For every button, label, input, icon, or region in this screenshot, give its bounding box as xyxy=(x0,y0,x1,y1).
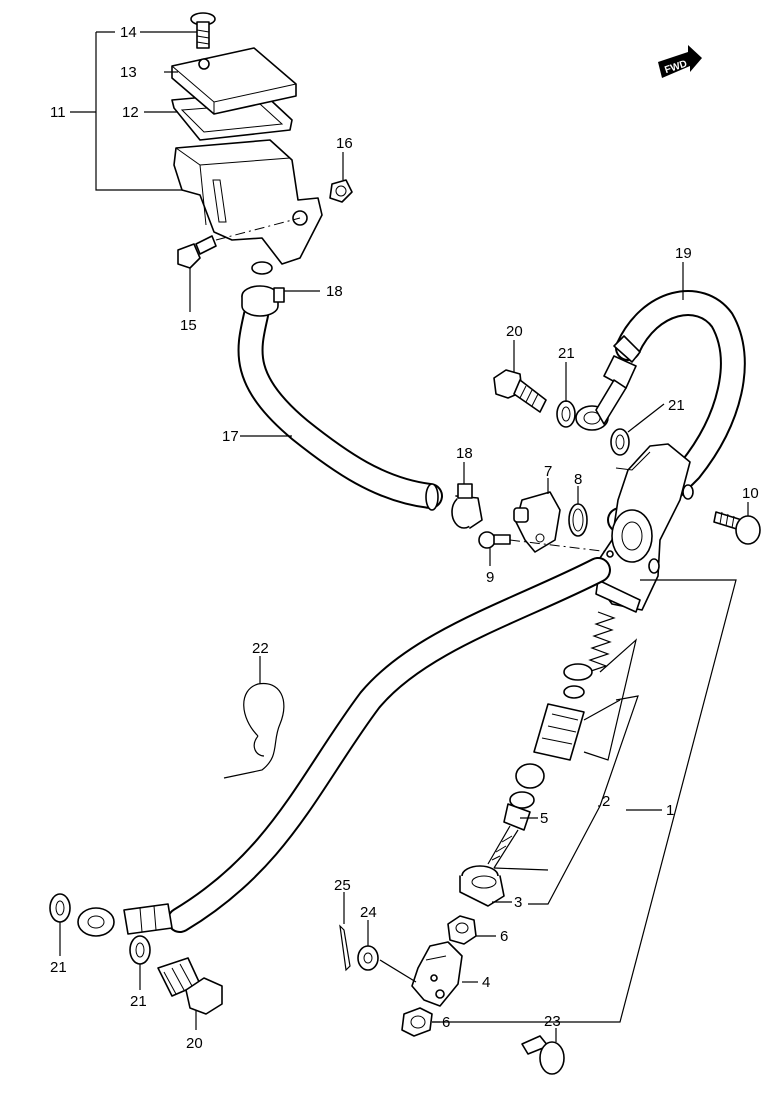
callout-6b: 6 xyxy=(442,1014,450,1031)
pin-23 xyxy=(521,1035,565,1075)
callout-14: 14 xyxy=(120,24,137,41)
callout-8: 8 xyxy=(574,471,582,488)
bolt-10 xyxy=(713,511,761,545)
bolt-15 xyxy=(177,217,301,269)
brake-hose-lower xyxy=(77,557,611,937)
clevis-4 xyxy=(411,941,463,1007)
callout-2: 2 xyxy=(602,793,610,810)
callout-3: 3 xyxy=(514,894,522,911)
screw-9 xyxy=(478,531,511,549)
callout-22: 22 xyxy=(252,640,269,657)
callout-7: 7 xyxy=(544,463,552,480)
callout-13: 13 xyxy=(120,64,137,81)
hose-clamp-18-upper xyxy=(241,285,285,317)
push-rod-5 xyxy=(487,803,531,869)
screw-14 xyxy=(190,12,216,49)
washer-21d xyxy=(129,935,151,965)
callout-19: 19 xyxy=(675,245,692,262)
washer-21c xyxy=(49,893,71,923)
master-cylinder-body xyxy=(595,443,694,613)
callout-6a: 6 xyxy=(500,928,508,945)
callout-numbers: 14 13 11 12 16 15 18 17 18 7 8 9 10 19 2… xyxy=(50,24,759,1052)
washer-24 xyxy=(357,945,379,971)
banjo-bolt-20-lower xyxy=(157,957,223,1015)
cotter-pin-25 xyxy=(339,924,351,972)
callout-5: 5 xyxy=(540,810,548,827)
callout-21a: 21 xyxy=(558,345,575,362)
callout-17: 17 xyxy=(222,428,239,445)
banjo-bolt-20-upper xyxy=(493,369,547,413)
callout-24: 24 xyxy=(360,904,377,921)
hose-clip-22 xyxy=(223,682,285,779)
connector-7 xyxy=(513,491,561,553)
callout-25: 25 xyxy=(334,877,351,894)
callout-23: 23 xyxy=(544,1013,561,1030)
callout-21b: 21 xyxy=(668,397,685,414)
spring-2 xyxy=(587,611,616,673)
washer-21b xyxy=(610,428,630,456)
callout-12: 12 xyxy=(122,104,139,121)
nut-16 xyxy=(329,179,353,203)
hose-clamp-18-lower xyxy=(451,483,483,529)
fwd-arrow-badge: FWD xyxy=(658,45,702,78)
callout-4: 4 xyxy=(482,974,490,991)
nut-6-lower xyxy=(401,1007,433,1037)
callout-15: 15 xyxy=(180,317,197,334)
callout-20b: 20 xyxy=(186,1035,203,1052)
reservoir-assembly xyxy=(70,12,353,269)
nut-6-upper xyxy=(447,915,477,945)
leader-lines xyxy=(59,31,749,1042)
callout-20a: 20 xyxy=(506,323,523,340)
callout-18a: 18 xyxy=(326,283,343,300)
callout-18b: 18 xyxy=(456,445,473,462)
callout-11: 11 xyxy=(50,104,66,121)
callout-9: 9 xyxy=(486,569,494,586)
callout-21d: 21 xyxy=(130,993,147,1010)
piston-assembly xyxy=(509,663,593,809)
reservoir-hose-17 xyxy=(237,261,443,511)
washer-21a xyxy=(556,400,576,428)
callout-1: 1 xyxy=(666,802,674,819)
callout-16: 16 xyxy=(336,135,353,152)
boot-3 xyxy=(459,865,505,907)
callout-10: 10 xyxy=(742,485,759,502)
callout-21c: 21 xyxy=(50,959,67,976)
